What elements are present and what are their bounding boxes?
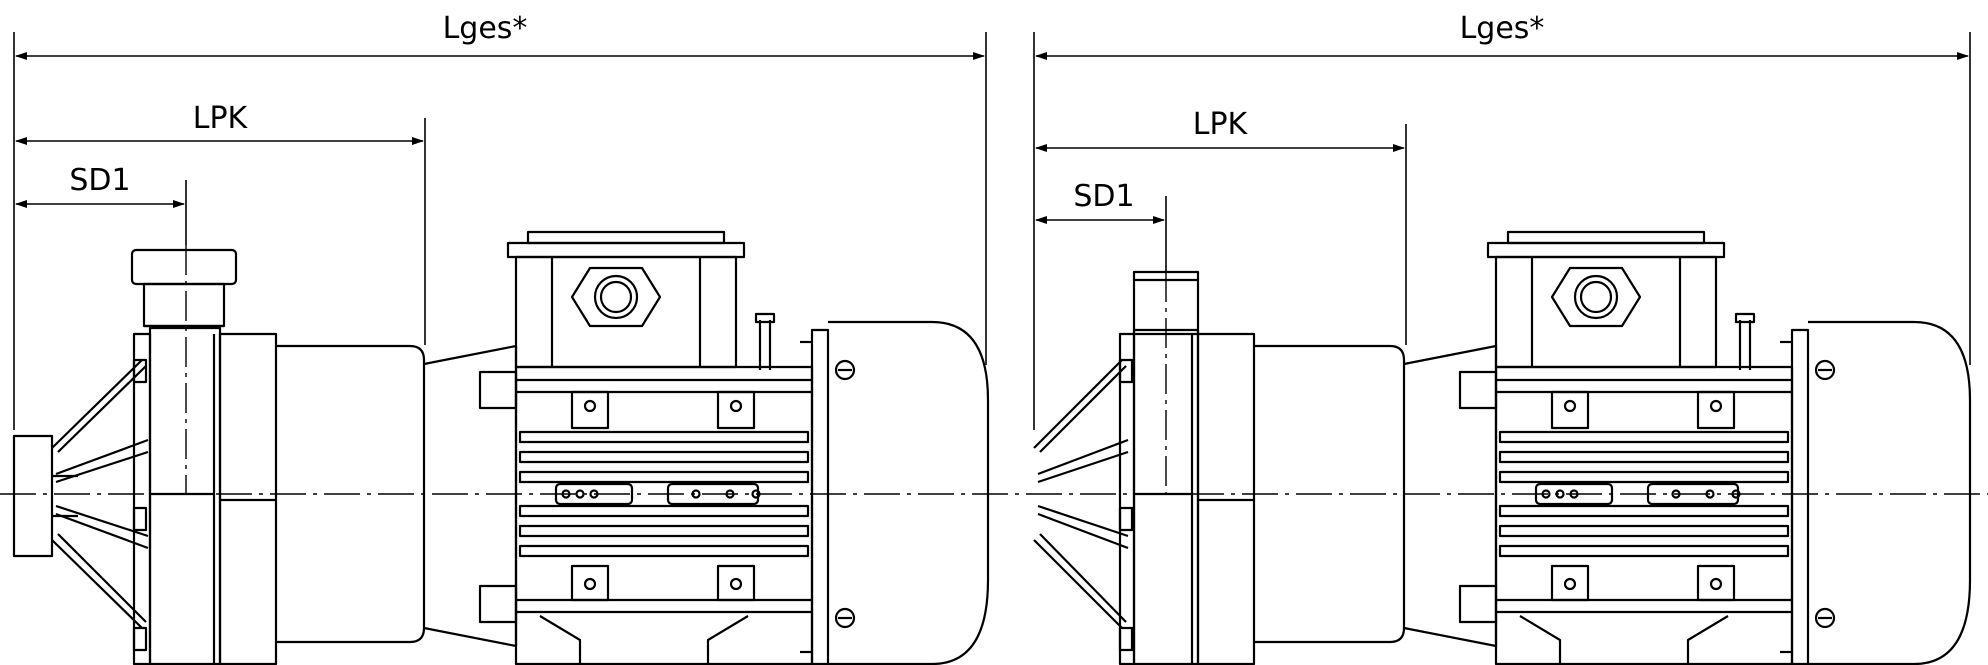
pump-drawing-right: Lges* LPK SD1 <box>1033 11 1972 665</box>
pump-drawing-left: Lges* LPK SD1 <box>12 11 990 665</box>
discharge-nozzle <box>1132 270 1200 336</box>
motor-adapter <box>423 344 518 648</box>
motor-end-flange <box>1780 328 1836 665</box>
overall-length-label: Lges* <box>443 11 528 46</box>
discharge-nozzle <box>130 248 238 328</box>
motor-body <box>1494 365 1794 665</box>
dimension-overall-length: Lges* <box>13 11 987 430</box>
overall-length-label: Lges* <box>1460 11 1545 46</box>
screw-icon <box>1814 359 1836 381</box>
pump-casing <box>1118 328 1256 665</box>
pump-length-label: LPK <box>1193 107 1249 142</box>
motor-end-flange <box>800 328 856 665</box>
magnet-housing <box>276 344 426 644</box>
motor-adapter <box>1403 344 1498 648</box>
dimension-suction: SD1 <box>1035 179 1167 494</box>
dimension-pump-length: LPK <box>1035 107 1407 345</box>
motor-body <box>514 365 814 665</box>
suction-dim-label: SD1 <box>1073 179 1134 214</box>
screw-icon <box>834 359 856 381</box>
dimension-suction: SD1 <box>15 163 187 494</box>
terminal-box <box>1486 230 1756 370</box>
fan-cover <box>1808 320 1972 665</box>
screw-icon <box>1814 607 1836 629</box>
cable-gland-icon <box>570 266 662 328</box>
screw-icon <box>834 607 856 629</box>
dimension-pump-length: LPK <box>15 101 426 345</box>
pump-bracket <box>1033 359 1129 629</box>
magnet-housing <box>1254 344 1406 644</box>
dimension-overall-length: Lges* <box>1033 11 1971 430</box>
fan-cover <box>828 320 990 665</box>
terminal-box <box>506 230 776 370</box>
cable-gland-icon <box>1550 266 1642 328</box>
suction-flange <box>12 434 78 558</box>
pump-bracket <box>51 359 149 629</box>
suction-dim-label: SD1 <box>69 163 130 198</box>
pump-casing <box>132 326 278 665</box>
pump-length-label: LPK <box>193 101 249 136</box>
